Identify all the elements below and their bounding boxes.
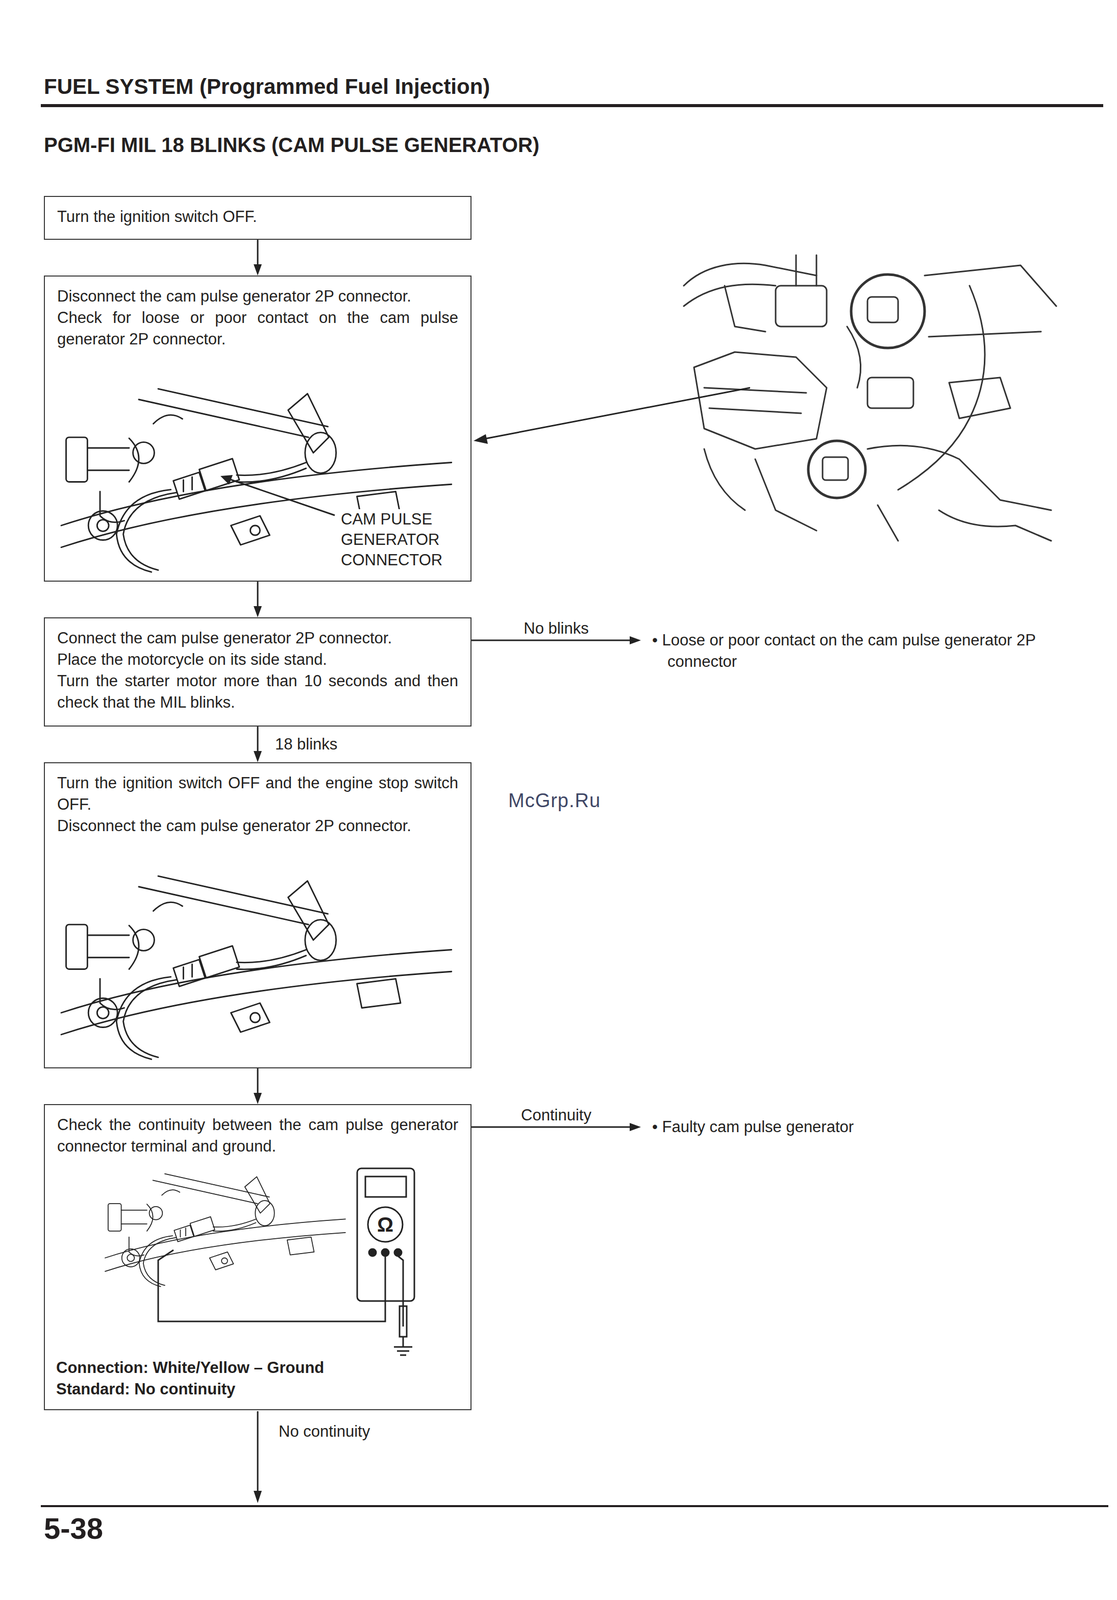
section-header: FUEL SYSTEM (Programmed Fuel Injection): [43, 74, 490, 99]
pointer-arrow: [473, 387, 751, 444]
step-text: Turn the ignition switch OFF and the eng…: [57, 772, 459, 816]
arrowhead: [253, 1093, 262, 1105]
arrowhead: [253, 264, 262, 276]
page-title: PGM-FI MIL 18 BLINKS (CAM PULSE GENERATO…: [43, 133, 540, 157]
result-text: • Faulty cam pulse generator: [640, 1116, 1090, 1138]
flow-connector: [253, 239, 262, 276]
arrowhead: [629, 1123, 641, 1132]
connector-illustration: [105, 1174, 346, 1287]
watermark: McGrp.Ru: [508, 789, 601, 812]
connector-line: [471, 1126, 631, 1129]
page-number: 5-38: [43, 1511, 104, 1546]
step-text: Place the motorcycle on its side stand.: [57, 649, 459, 671]
arrowhead: [253, 606, 262, 618]
flow-connector: [253, 581, 262, 618]
spec-text: Connection: White/Yellow – Ground: [56, 1357, 325, 1379]
result-text: • Loose or poor contact on the cam pulse…: [640, 629, 1090, 673]
engine-illustration: [683, 255, 1057, 541]
process-box: Turn the ignition switch OFF.: [43, 195, 472, 240]
flow-connector: [253, 1068, 262, 1105]
multimeter-icon: [158, 1168, 415, 1356]
step-text: • Loose or poor contact on the cam pulse…: [667, 629, 1090, 673]
connector-line: [257, 581, 259, 608]
connector-illustration: [61, 876, 452, 1060]
step-text: Check for loose or poor contact on the c…: [57, 307, 459, 351]
step-text: Disconnect the cam pulse generator 2P co…: [57, 285, 459, 308]
header-rule: [40, 104, 1104, 108]
connector-line: [257, 1068, 259, 1095]
process-box: Turn the ignition switch OFF and the eng…: [43, 762, 472, 1069]
connector-line: [471, 639, 631, 642]
process-box: Disconnect the cam pulse generator 2P co…: [43, 275, 472, 582]
edge-label: 18 blinks: [272, 734, 340, 755]
arrowhead: [629, 636, 641, 645]
step-text: Disconnect the cam pulse generator 2P co…: [57, 815, 459, 837]
ohm-symbol: Ω: [369, 1212, 401, 1237]
connector-line: [257, 239, 259, 266]
branch-label: No continuity: [278, 1421, 370, 1443]
step-text: Connect the cam pulse generator 2P conne…: [57, 627, 459, 650]
exit-arrow: [253, 1411, 262, 1504]
callout-leader: [220, 475, 335, 516]
process-box: Check the continuity between the cam pul…: [43, 1104, 472, 1411]
edge-label: No blinks: [521, 618, 591, 639]
footer-rule: [40, 1505, 1109, 1508]
flow-connector: [253, 726, 262, 763]
connector-line: [257, 726, 259, 753]
arrowhead: [253, 751, 262, 763]
step-text: Check the continuity between the cam pul…: [57, 1114, 459, 1158]
step-text: Turn the ignition switch OFF.: [57, 206, 459, 228]
step-text: Turn the starter motor more than 10 seco…: [57, 670, 459, 714]
edge-label: Continuity: [518, 1105, 594, 1126]
spec-text: Standard: No continuity: [56, 1378, 236, 1401]
step-text: • Faulty cam pulse generator: [667, 1116, 1090, 1138]
part-callout: CAM PULSE GENERATOR CONNECTOR: [338, 509, 471, 571]
process-box: Connect the cam pulse generator 2P conne…: [43, 617, 472, 727]
